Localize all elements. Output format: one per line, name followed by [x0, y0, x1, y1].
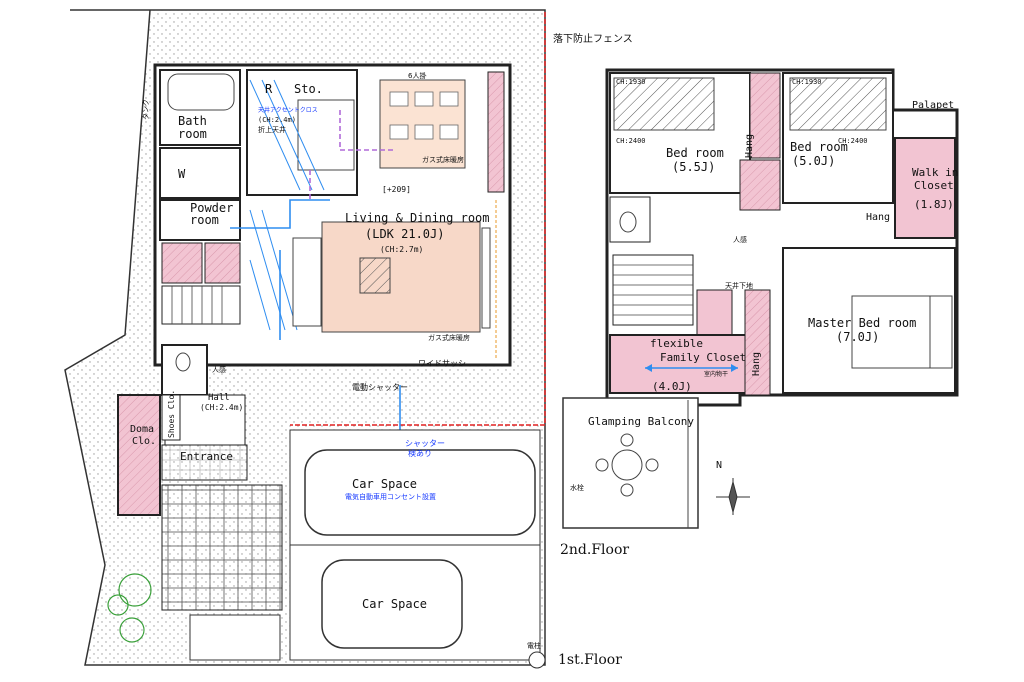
label-car1: Car Space — [352, 477, 417, 491]
ldk-rug — [359, 257, 391, 294]
gate-box — [189, 614, 281, 661]
label-1st-floor: 1st.Floor — [558, 652, 622, 668]
label-powder-1: Powder — [190, 201, 233, 215]
label-water-tap: 水栓 — [570, 483, 584, 492]
label-master-1: Master Bed room — [808, 316, 916, 330]
label-six-seat: 6人掛 — [408, 71, 426, 80]
label-sensor-1f: 人感 — [212, 365, 226, 374]
bedroom-1-loft — [613, 77, 715, 131]
label-ch1930-b: CH:1930 — [792, 78, 822, 86]
label-gas-heating-1: ガス式床暖房 — [428, 333, 470, 342]
label-palapet: Palapet — [912, 100, 954, 111]
label-bath-1: Bath — [178, 114, 207, 128]
label-master-2: (7.0J) — [836, 330, 879, 344]
label-family-1: flexible — [650, 337, 703, 350]
label-ch-kitchen: (CH:2.4m) — [258, 116, 296, 124]
bedroom-2-loft — [789, 77, 887, 131]
label-hang1: Hang — [744, 134, 755, 158]
label-tank: タンク — [141, 99, 150, 120]
label-ceiling-2f: 天井下地 — [725, 281, 753, 290]
label-r: R — [265, 82, 273, 96]
label-w: W — [178, 167, 186, 181]
family-closet — [609, 334, 761, 394]
property-boundary-red — [290, 12, 546, 426]
label-bed2-1: Bed room — [790, 140, 848, 154]
label-hang3: Hang — [751, 352, 762, 376]
compass-icon — [716, 478, 750, 515]
label-bath-2: room — [178, 127, 207, 141]
sofa-left — [292, 237, 322, 327]
stairs-1f — [161, 285, 241, 325]
label-hall-1: Hall — [208, 393, 230, 403]
label-gas-heating-2: ガス式床暖房 — [422, 155, 464, 164]
label-ldk-1: Living & Dining room — [345, 211, 490, 225]
label-ldk-2: (LDK 21.0J) — [365, 227, 444, 241]
tv-board — [481, 227, 491, 329]
label-shutter-note-1: シャッター — [405, 439, 445, 448]
label-car2: Car Space — [362, 597, 427, 611]
label-meter: 電柱 — [527, 641, 541, 650]
label-powder-2: room — [190, 213, 219, 227]
label-bed1-1: Bed room — [666, 146, 724, 160]
label-sto: Sto. — [294, 82, 323, 96]
label-family-3: (4.0J) — [652, 380, 692, 393]
label-wide-sash: ワイドサッシ — [418, 359, 466, 368]
label-hang2: Hang — [866, 212, 890, 223]
label-ev-outlet: 電気自動車用コンセント設置 — [345, 492, 436, 501]
label-family-2: Family Closet — [660, 351, 746, 364]
label-fall-fence: 落下防止フェンス — [553, 32, 633, 45]
car-1 — [304, 449, 536, 536]
label-north: N — [716, 460, 722, 471]
label-doma-2: Clo. — [132, 436, 156, 447]
label-counter-209: [+209] — [382, 185, 411, 194]
walkin-closet — [894, 137, 956, 239]
label-sensor-2f: 人感 — [733, 235, 747, 244]
ldk-room — [321, 221, 481, 333]
label-2nd-floor: 2nd.Floor — [560, 542, 629, 558]
washroom — [159, 147, 241, 199]
powder-room — [159, 199, 241, 241]
label-hall-2: (CH:2.4m) — [200, 403, 243, 412]
hang-closet-2 — [739, 159, 781, 211]
doma-closet — [117, 394, 161, 516]
first-floor: Bath room W Powder room R Sto. Living & … — [64, 9, 633, 669]
bathtub — [167, 73, 235, 111]
master-bed — [851, 295, 953, 369]
entrance — [161, 444, 248, 481]
storage-pink-2 — [204, 242, 241, 284]
car-2 — [321, 559, 463, 649]
label-shutter-note-2: 検あり — [408, 448, 432, 458]
second-floor: Bed room (5.5J) Bed room (5.0J) Hang Han… — [560, 68, 959, 558]
storage-pink-1 — [161, 242, 203, 284]
label-accent: 天井アクセントクロス — [258, 106, 318, 114]
label-ceiling-raised: 折上天井 — [258, 125, 286, 134]
kitchen-counter — [297, 99, 355, 171]
garden-trees — [107, 573, 152, 643]
label-entrance: Entrance — [180, 450, 233, 463]
label-bed1-2: (5.5J) — [672, 160, 715, 174]
family-closet-hang — [744, 289, 771, 396]
label-hung-rail: 室内物干 — [704, 370, 728, 378]
tall-storage — [487, 71, 505, 193]
label-ch1930-a: CH:1930 — [616, 78, 646, 86]
approach-steps — [161, 484, 283, 611]
label-walkin-1: Walk in — [912, 166, 958, 179]
hang-closet-1 — [749, 72, 781, 159]
label-ch2400-a: CH:2400 — [616, 137, 646, 145]
balcony-table — [611, 449, 643, 481]
stairs-2f — [612, 254, 694, 326]
label-walkin-2: Closet — [914, 179, 954, 192]
label-ldk-ch: (CH:2.7m) — [380, 245, 423, 254]
label-doma-1: Doma — [130, 424, 154, 435]
label-shutter: 電動シャッター — [352, 383, 408, 392]
shoes-closet — [161, 394, 181, 441]
label-ch2400-b: CH:2400 — [838, 137, 868, 145]
label-walkin-3: (1.8J) — [914, 198, 954, 211]
label-glamping: Glamping Balcony — [588, 415, 694, 428]
label-shoes: Shoes Clo. — [167, 390, 176, 438]
wash-corner — [696, 289, 733, 336]
label-bed2-2: (5.0J) — [792, 154, 835, 168]
